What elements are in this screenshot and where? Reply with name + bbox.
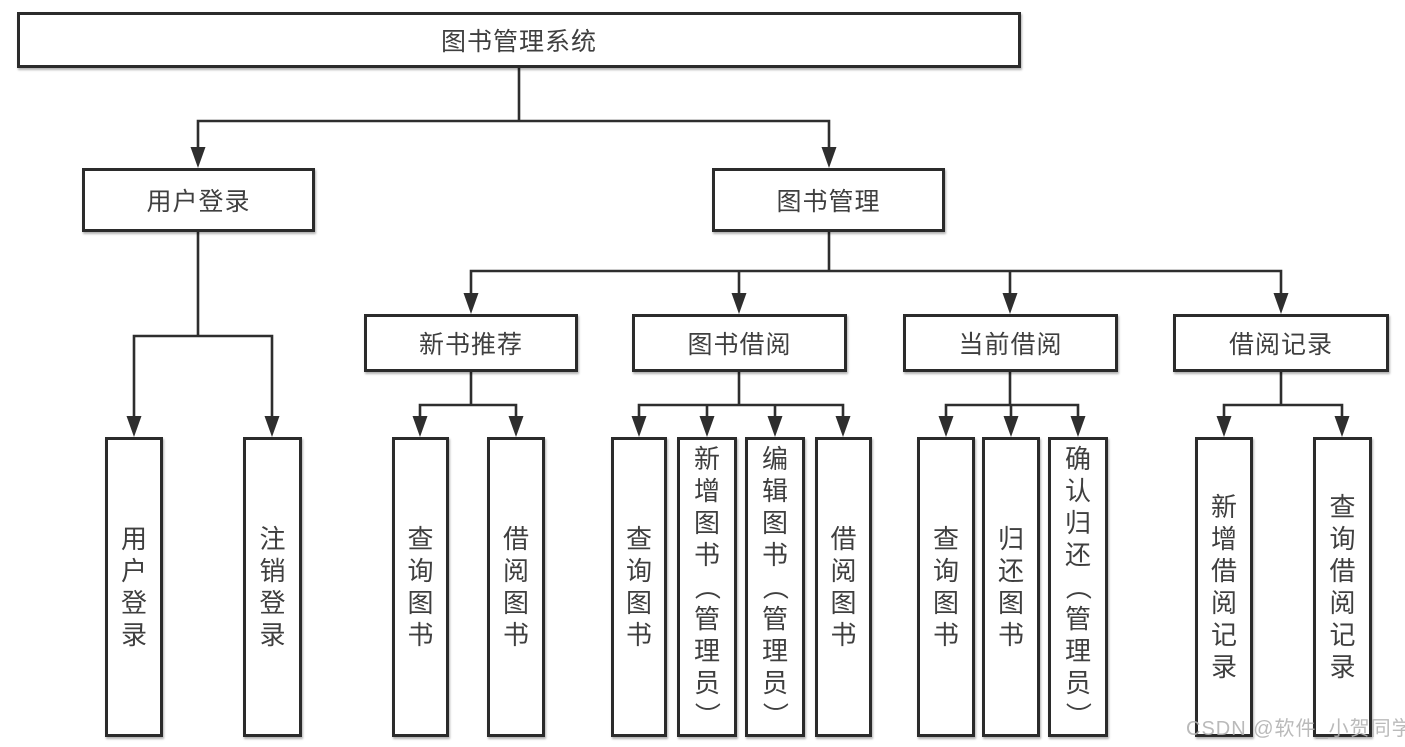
leaf-add-book-admin: 新增图书（管理员） — [677, 437, 737, 737]
node-book-borrow: 图书借阅 — [632, 314, 847, 372]
leaf-recommend-query-books: 查询图书 — [392, 437, 449, 737]
node-new-book-recommend: 新书推荐 — [364, 314, 578, 372]
node-book-management: 图书管理 — [712, 168, 945, 232]
node-borrow-records: 借阅记录 — [1173, 314, 1389, 372]
leaf-borrow-query-books: 查询图书 — [611, 437, 667, 737]
leaf-query-borrow-record: 查询借阅记录 — [1313, 437, 1372, 737]
node-root: 图书管理系统 — [17, 12, 1021, 68]
leaf-recommend-borrow-books: 借阅图书 — [487, 437, 545, 737]
leaf-borrow-books: 借阅图书 — [815, 437, 872, 737]
leaf-add-borrow-record: 新增借阅记录 — [1195, 437, 1253, 737]
leaf-current-query-books: 查询图书 — [917, 437, 975, 737]
leaf-edit-book-admin: 编辑图书（管理员） — [745, 437, 805, 737]
leaf-logout: 注销登录 — [243, 437, 302, 737]
leaf-user-login: 用户登录 — [105, 437, 163, 737]
leaf-return-book: 归还图书 — [982, 437, 1040, 737]
leaf-confirm-return-admin: 确认归还（管理员） — [1048, 437, 1108, 737]
node-current-borrow: 当前借阅 — [903, 314, 1118, 372]
node-user-login: 用户登录 — [82, 168, 315, 232]
